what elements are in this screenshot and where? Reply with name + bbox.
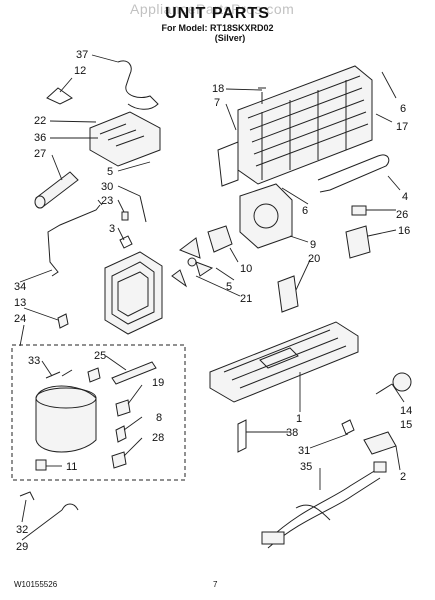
part-25-relay bbox=[87, 367, 101, 383]
part-label-10: 10 bbox=[240, 263, 252, 275]
part-label-5-left: 5 bbox=[107, 166, 113, 178]
part-21-hub bbox=[187, 257, 197, 267]
part-label-4: 4 bbox=[402, 191, 408, 203]
part-33-overload-leads bbox=[45, 369, 73, 379]
part-32-clip bbox=[19, 491, 35, 501]
part-12-clip bbox=[46, 87, 73, 105]
part-label-31: 31 bbox=[298, 445, 310, 457]
part-35-wire-harness bbox=[267, 469, 381, 549]
part-label-11: 11 bbox=[66, 461, 77, 473]
part-38-bracket bbox=[237, 419, 247, 453]
leader-lines bbox=[19, 54, 405, 541]
part-labels: 37 12 22 36 27 5 30 23 3 34 13 24 33 25 … bbox=[14, 49, 412, 553]
part-16-pad bbox=[345, 225, 371, 259]
condenser-coil-rings bbox=[111, 261, 155, 325]
part-36-details bbox=[99, 123, 145, 147]
part-label-13: 13 bbox=[14, 297, 26, 309]
part-label-6-mid: 6 bbox=[302, 205, 308, 217]
part-13-clip bbox=[57, 313, 69, 329]
part-2-label bbox=[363, 431, 397, 455]
part-label-23: 23 bbox=[101, 195, 113, 207]
part-label-7: 7 bbox=[214, 97, 220, 109]
part-label-9: 9 bbox=[310, 239, 316, 251]
part-27-end bbox=[34, 195, 46, 209]
compressor-top bbox=[35, 387, 97, 409]
part-label-35: 35 bbox=[300, 461, 312, 473]
part-label-12: 12 bbox=[74, 65, 86, 77]
part-4-heater bbox=[317, 154, 390, 193]
part-label-21: 21 bbox=[240, 293, 252, 305]
part-11-grommet bbox=[35, 459, 47, 471]
part-label-18: 18 bbox=[212, 83, 224, 95]
part-34-tube bbox=[47, 199, 103, 277]
part-31-clip bbox=[341, 419, 355, 435]
part-9-fan-shroud bbox=[239, 183, 293, 249]
part-label-16: 16 bbox=[398, 225, 410, 237]
part-label-5-mid: 5 bbox=[226, 281, 232, 293]
part-35-connector bbox=[261, 531, 285, 545]
part-29-wire bbox=[61, 503, 79, 511]
part-26-thermostat bbox=[351, 205, 367, 216]
part-9-fan-ring bbox=[253, 203, 279, 229]
part-label-24: 24 bbox=[14, 313, 26, 325]
part-label-29: 29 bbox=[16, 541, 28, 553]
color-line: (Silver) bbox=[214, 33, 246, 43]
part-label-30: 30 bbox=[101, 181, 113, 193]
page-number: 7 bbox=[213, 580, 218, 589]
part-label-17: 17 bbox=[396, 121, 408, 133]
part-label-28: 28 bbox=[152, 432, 164, 444]
part-label-19: 19 bbox=[152, 377, 164, 389]
part-14-screw bbox=[375, 383, 393, 395]
evaporator-tubes bbox=[261, 80, 347, 180]
part-21-fan-blade bbox=[171, 237, 214, 288]
part-3-clip bbox=[119, 235, 133, 249]
part-label-20: 20 bbox=[308, 253, 320, 265]
part-label-15: 15 bbox=[400, 419, 412, 431]
compressor-kit-box bbox=[11, 344, 186, 481]
part-10-fan-motor bbox=[207, 225, 233, 253]
part-36-relay-box bbox=[89, 111, 161, 167]
part-label-32: 32 bbox=[16, 524, 28, 536]
part-label-2: 2 bbox=[400, 471, 406, 483]
part-15-grommet bbox=[392, 372, 412, 392]
part-1-details bbox=[223, 329, 347, 389]
part-label-14: 14 bbox=[400, 405, 412, 417]
part-label-8: 8 bbox=[156, 412, 162, 424]
part-label-37: 37 bbox=[76, 49, 88, 61]
compressor bbox=[35, 385, 97, 453]
part-7-bracket bbox=[217, 141, 239, 187]
part-label-26: 26 bbox=[396, 209, 408, 221]
watermark: AppliancePartsPros.com bbox=[130, 1, 295, 17]
part-label-34: 34 bbox=[14, 281, 26, 293]
part-label-3: 3 bbox=[109, 223, 115, 235]
part-23-clip bbox=[121, 211, 129, 221]
part-label-1: 1 bbox=[296, 413, 302, 425]
part-19-clip bbox=[115, 399, 131, 417]
evaporator-fins bbox=[247, 75, 369, 167]
part-label-6-top: 6 bbox=[400, 103, 406, 115]
part-label-33: 33 bbox=[28, 355, 40, 367]
part-28-relay bbox=[111, 451, 127, 469]
part-8-connector bbox=[115, 425, 127, 443]
part-18-cap bbox=[258, 87, 266, 104]
part-label-27: 27 bbox=[34, 148, 46, 160]
part-30-rod bbox=[139, 195, 147, 223]
diagram-title: UNIT PARTS bbox=[165, 5, 270, 22]
model-line: For Model: RT18SKXRD02 bbox=[161, 23, 274, 33]
part-20-foam bbox=[277, 275, 299, 313]
part-25-capacitor bbox=[111, 361, 157, 385]
document-number: W10155526 bbox=[14, 580, 58, 589]
part-label-25: 25 bbox=[94, 350, 106, 362]
part-label-38: 38 bbox=[286, 427, 298, 439]
part-37-tubing bbox=[117, 60, 159, 110]
part-label-36: 36 bbox=[34, 132, 46, 144]
part-35-end-plug bbox=[373, 461, 387, 473]
part-label-22: 22 bbox=[34, 115, 46, 127]
